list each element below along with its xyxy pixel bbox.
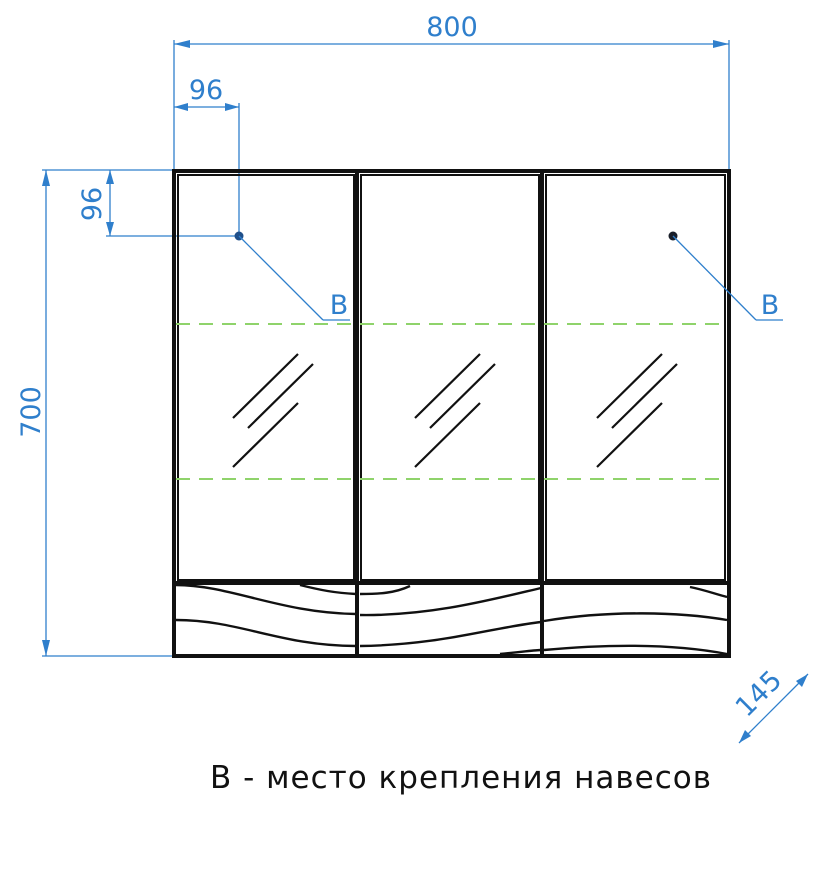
hanger-offset-x-dimension: 96 — [174, 75, 240, 236]
hanger-offset-y-dimension: 96 — [77, 170, 239, 237]
width-dimension: 800 — [173, 12, 730, 170]
hanger-label-left: В — [330, 290, 349, 321]
wave-decoration — [175, 583, 728, 656]
depth-dimension: 145 — [730, 665, 809, 744]
hanger-point-right: В — [668, 231, 783, 321]
hanger-offset-y-value: 96 — [77, 187, 108, 221]
height-value: 700 — [16, 386, 47, 438]
width-value: 800 — [426, 12, 478, 43]
left-door — [177, 174, 355, 581]
cabinet-body — [172, 169, 731, 658]
middle-door — [360, 174, 540, 581]
mirror-hatch-left — [232, 353, 314, 468]
guide-lines — [176, 323, 727, 480]
mirror-hatch-right — [596, 353, 678, 468]
hanger-label-right: В — [761, 290, 780, 321]
hanger-point-left: В — [234, 231, 350, 321]
legend-caption: В - место крепления навесов — [210, 760, 712, 796]
right-door — [545, 174, 726, 581]
depth-value: 145 — [730, 665, 788, 723]
hanger-offset-x-value: 96 — [189, 75, 223, 106]
height-dimension: 700 — [16, 169, 174, 657]
mirror-hatch-middle — [414, 353, 496, 468]
